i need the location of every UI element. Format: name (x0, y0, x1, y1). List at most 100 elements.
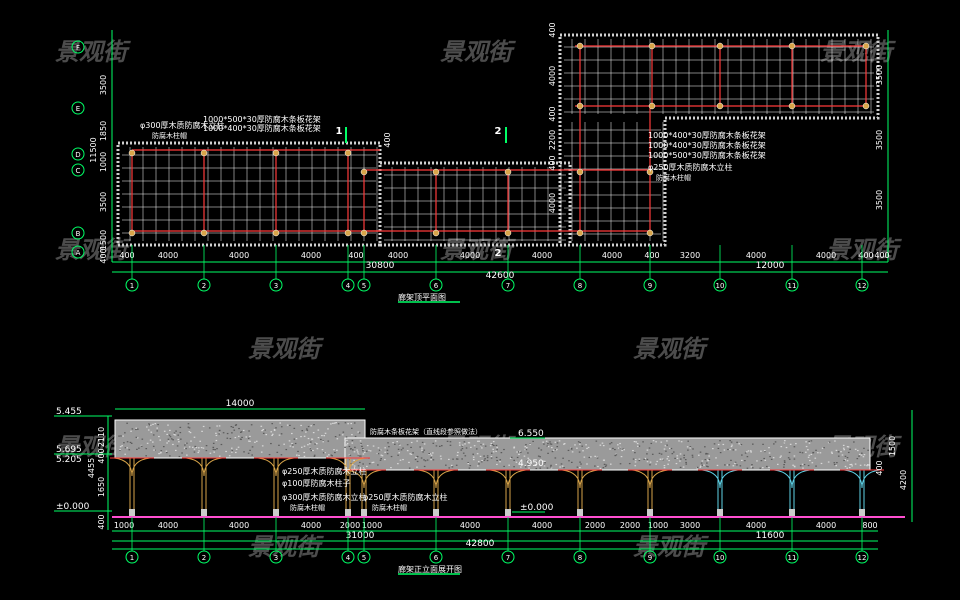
svg-text:3200: 3200 (680, 251, 700, 260)
roof-speck (296, 455, 298, 456)
roof-speck (855, 463, 857, 464)
roof-speck (409, 468, 411, 469)
roof-speck (729, 440, 731, 441)
roof-speck (243, 451, 245, 452)
roof-speck (192, 447, 194, 448)
roof-speck (835, 465, 837, 466)
roof-speck (736, 464, 738, 465)
roof-speck (135, 429, 137, 430)
roof-speck (834, 464, 836, 465)
svg-text:1000: 1000 (99, 152, 108, 172)
roof-speck (281, 426, 283, 427)
roof-speck (346, 440, 348, 441)
roof-speck (132, 428, 134, 429)
roof-speck (724, 464, 726, 465)
roof-speck (390, 467, 392, 468)
roof-speck (550, 443, 552, 444)
roof-speck (240, 432, 242, 433)
roof-speck (745, 452, 747, 453)
roof-speck (483, 444, 485, 445)
roof-speck (126, 447, 128, 448)
roof-speck (378, 447, 380, 448)
roof-speck (780, 446, 782, 447)
roof-speck (171, 438, 173, 439)
roof-speck (177, 439, 179, 440)
svg-text:1500: 1500 (888, 436, 897, 456)
roof-speck (248, 438, 250, 439)
roof-speck (687, 450, 689, 451)
roof-speck (361, 446, 363, 447)
roof-speck (451, 465, 453, 466)
roof-speck (291, 443, 293, 444)
roof-speck (811, 454, 813, 455)
svg-text:4000: 4000 (158, 251, 178, 260)
post-footing (717, 509, 723, 517)
roof-speck (594, 456, 596, 457)
roof-speck (327, 428, 329, 429)
roof-speck (354, 422, 356, 423)
roof-speck (148, 423, 150, 424)
axis-bubble-D: D (72, 148, 84, 160)
roof-speck (457, 452, 459, 453)
roof-speck (614, 449, 616, 450)
post-footing (201, 509, 207, 517)
roof-speck (483, 455, 485, 456)
roof-speck (681, 441, 683, 442)
roof-speck (216, 425, 218, 426)
svg-text:31000: 31000 (346, 531, 375, 541)
roof-speck (823, 447, 825, 448)
roof-speck (304, 456, 306, 457)
roof-speck (730, 460, 732, 461)
roof-speck (476, 448, 478, 449)
roof-speck (680, 453, 682, 454)
roof-speck (786, 447, 788, 448)
roof-speck (118, 435, 120, 436)
roof-speck (635, 441, 637, 442)
axis-number: 8 (578, 282, 582, 290)
roof-speck (539, 456, 541, 457)
roof-speck (271, 435, 273, 436)
roof-speck (150, 432, 152, 433)
roof-speck (477, 465, 479, 466)
svg-text:4000: 4000 (460, 521, 480, 530)
roof-speck (308, 438, 310, 439)
roof-speck (718, 444, 720, 445)
roof-speck (568, 460, 570, 461)
roof-speck (188, 423, 190, 424)
roof-speck (576, 448, 578, 449)
roof-speck (190, 432, 192, 433)
roof-speck (492, 444, 494, 445)
roof-speck (400, 460, 402, 461)
roof-speck (712, 448, 714, 449)
roof-speck (167, 425, 169, 426)
roof-speck (160, 450, 162, 451)
svg-text:11600: 11600 (756, 531, 785, 541)
roof-speck (216, 440, 218, 441)
roof-speck (153, 450, 155, 451)
roof-speck (301, 430, 303, 431)
axis-number: 10 (716, 554, 725, 562)
roof-speck (552, 451, 554, 452)
roof-speck (705, 459, 707, 460)
roof-speck (456, 465, 458, 466)
svg-text:400: 400 (383, 132, 392, 147)
axis-number: 5 (362, 282, 366, 290)
roof-speck (459, 445, 461, 446)
svg-text:2200: 2200 (548, 130, 557, 150)
roof-speck (472, 454, 474, 455)
roof-speck (513, 447, 515, 448)
roof-speck (294, 439, 296, 440)
roof-speck (334, 452, 336, 453)
roof-speck (119, 449, 121, 450)
roof-speck (312, 439, 314, 440)
roof-speck (643, 459, 645, 460)
roof-speck (198, 450, 200, 451)
axis-bubble-C: C (72, 164, 84, 176)
roof-speck (727, 449, 729, 450)
roof-speck (265, 434, 267, 435)
roof-speck (586, 463, 588, 464)
roof-speck (195, 446, 197, 447)
svg-text:1000*400*30厚防腐木条板花架: 1000*400*30厚防腐木条板花架 (648, 130, 766, 140)
roof-speck (166, 452, 168, 453)
elevation-view: 14000 5.455 5.695 5.205 ±0.000 2110 400 … (54, 399, 912, 574)
